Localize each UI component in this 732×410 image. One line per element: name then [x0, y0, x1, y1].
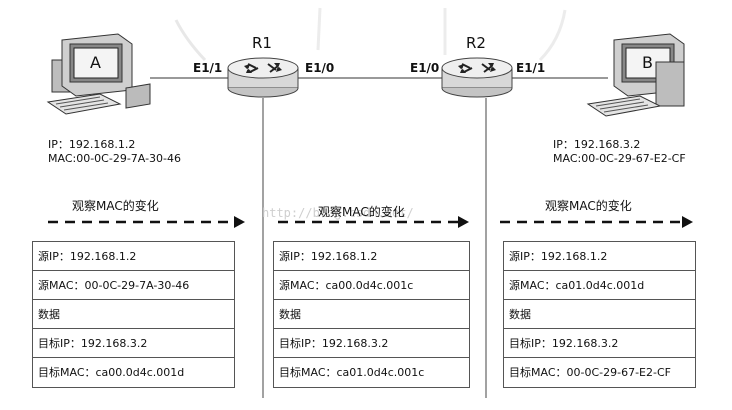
router-r2-name: R2	[466, 34, 486, 52]
router-r2-icon	[441, 57, 513, 98]
observe-arrow-2	[278, 216, 469, 228]
packet-table-segment-3: 源IP：192.168.1.2 源MAC：ca01.0d4c.001d 数据 目…	[503, 241, 696, 388]
packet-field-src-mac: 源MAC：00-0C-29-7A-30-46	[33, 271, 234, 300]
packet-field-src-ip: 源IP：192.168.1.2	[504, 242, 695, 271]
packet-field-data: 数据	[504, 300, 695, 329]
packet-table-segment-2: 源IP：192.168.1.2 源MAC：ca00.0d4c.001c 数据 目…	[273, 241, 470, 388]
r2-left-interface: E1/0	[410, 61, 440, 75]
packet-field-dst-ip: 目标IP：192.168.3.2	[274, 329, 469, 358]
observe-label-2: 观察MAC的变化	[318, 205, 405, 219]
host-a-ip: IP：192.168.1.2	[48, 138, 136, 151]
packet-field-src-ip: 源IP：192.168.1.2	[274, 242, 469, 271]
host-a-label: A	[90, 53, 101, 72]
host-b-mac: MAC:00-0C-29-67-E2-CF	[553, 152, 686, 165]
r2-right-interface: E1/1	[516, 61, 546, 75]
decor-stroke	[316, 7, 322, 51]
host-a-mac: MAC:00-0C-29-7A-30-46	[48, 152, 182, 165]
computer-a-icon	[46, 33, 151, 115]
packet-table-segment-1: 源IP：192.168.1.2 源MAC：00-0C-29-7A-30-46 数…	[32, 241, 235, 388]
host-b-label: B	[642, 53, 653, 72]
host-b-ip: IP：192.168.3.2	[553, 138, 641, 151]
packet-field-src-mac: 源MAC：ca01.0d4c.001d	[504, 271, 695, 300]
packet-field-dst-ip: 目标IP：192.168.3.2	[504, 329, 695, 358]
observe-label-1: 观察MAC的变化	[72, 199, 159, 213]
observe-arrow-3	[500, 216, 693, 228]
packet-field-src-ip: 源IP：192.168.1.2	[33, 242, 234, 271]
packet-field-data: 数据	[274, 300, 469, 329]
router-r1-icon	[227, 57, 299, 98]
packet-field-data: 数据	[33, 300, 234, 329]
r1-left-interface: E1/1	[193, 61, 223, 75]
computer-b-icon	[586, 33, 685, 117]
packet-field-dst-ip: 目标IP：192.168.3.2	[33, 329, 234, 358]
decor-stroke	[538, 9, 567, 62]
observe-arrow-1	[48, 216, 245, 228]
watermark: http://blog.csdn.net/	[262, 206, 414, 220]
packet-field-dst-mac: 目标MAC：ca01.0d4c.001c	[279, 366, 425, 379]
observe-label-3: 观察MAC的变化	[545, 199, 632, 213]
packet-field-dst-mac: 目标MAC：00-0C-29-67-E2-CF	[509, 366, 671, 379]
packet-field-dst-mac: 目标MAC：ca00.0d4c.001d	[38, 366, 185, 379]
packet-field-src-mac: 源MAC：ca00.0d4c.001c	[274, 271, 469, 300]
router-r1-name: R1	[252, 34, 272, 52]
decor-stroke	[174, 19, 207, 62]
r1-right-interface: E1/0	[305, 61, 335, 75]
